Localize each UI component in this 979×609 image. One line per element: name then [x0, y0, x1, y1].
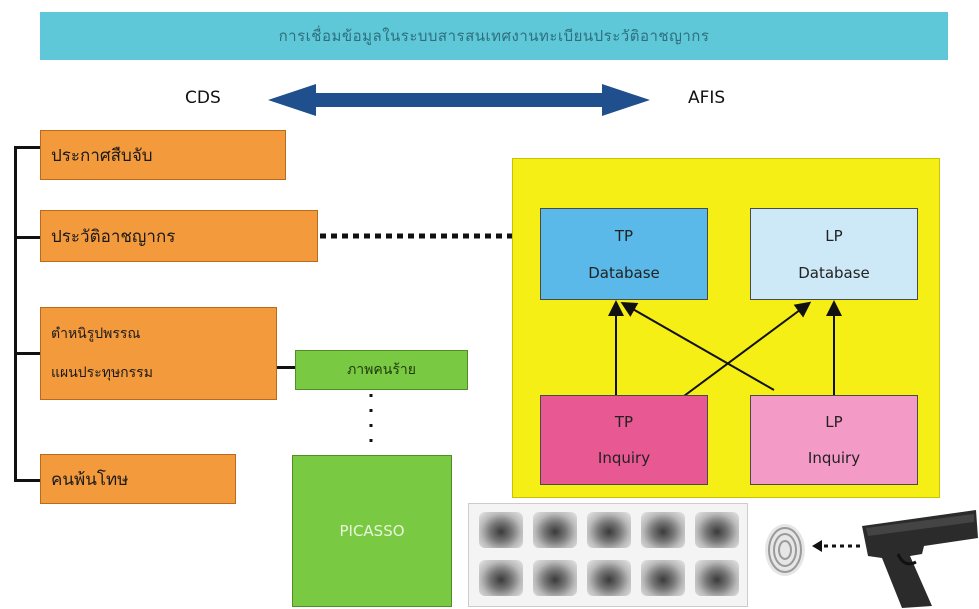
- lp-inquiry-label-2: Inquiry: [807, 449, 861, 467]
- tp-inquiry-label-1: TP: [614, 413, 634, 431]
- lp-inquiry-label-1: LP: [825, 413, 843, 431]
- cds-item-description-modus-operandi: ตำหนิรูปพรรณ แผนประทุษกรรม: [40, 307, 277, 400]
- cds-bracket-tick: [14, 236, 40, 239]
- lp-inquiry-box: LP Inquiry: [750, 395, 918, 485]
- dotted-arrow-gun-to-print: [812, 540, 860, 552]
- cds-item-label: ตำหนิรูปพรรณ: [51, 325, 141, 342]
- tp-inquiry-label-2: Inquiry: [597, 449, 651, 467]
- cds-bracket-tick: [14, 479, 40, 482]
- fingerprint-icon: [765, 524, 805, 576]
- cds-bracket-tick: [14, 146, 40, 149]
- cds-bracket-line: [14, 146, 17, 482]
- dotted-link-criminal-record-tp: [320, 233, 540, 239]
- connector-line: [277, 366, 295, 369]
- afis-arrows: [608, 300, 842, 397]
- fingerprint-card-image: [468, 503, 748, 607]
- cds-item-released-prisoner: คนพ้นโทษ: [40, 454, 236, 504]
- diagram-title-banner: การเชื่อมข้อมูลในระบบสารสนเทศงานทะเบียนป…: [40, 12, 948, 60]
- picasso-label: PICASSO: [339, 522, 405, 540]
- lp-database-box: LP Database: [750, 208, 918, 300]
- tp-database-label-1: TP: [614, 226, 634, 245]
- dotted-connector: [369, 394, 373, 452]
- mugshot-label: ภาพคนร้าย: [347, 362, 416, 378]
- afis-label: AFIS: [688, 88, 726, 108]
- bidirectional-arrow: [268, 84, 650, 116]
- tp-database-label-2: Database: [588, 263, 660, 282]
- tp-database-box: TP Database: [540, 208, 708, 300]
- handgun-icon: [862, 510, 978, 608]
- mugshot-box: ภาพคนร้าย: [295, 350, 468, 390]
- cds-item-wanted-notice: ประกาศสืบจับ: [40, 130, 286, 180]
- lp-database-label-2: Database: [798, 263, 870, 282]
- lp-database-label-1: LP: [825, 226, 843, 245]
- picasso-box: PICASSO: [292, 455, 452, 607]
- cds-item-label: คนพ้นโทษ: [51, 469, 129, 490]
- cds-bracket-tick: [14, 352, 40, 355]
- tp-inquiry-box: TP Inquiry: [540, 395, 708, 485]
- cds-item-criminal-record: ประวัติอาชญากร: [40, 210, 318, 262]
- cds-item-label: แผนประทุษกรรม: [51, 365, 153, 382]
- cds-item-label: ประวัติอาชญากร: [51, 226, 176, 247]
- diagram-title: การเชื่อมข้อมูลในระบบสารสนเทศงานทะเบียนป…: [278, 27, 710, 45]
- cds-label: CDS: [185, 88, 221, 108]
- cds-item-label: ประกาศสืบจับ: [51, 145, 153, 166]
